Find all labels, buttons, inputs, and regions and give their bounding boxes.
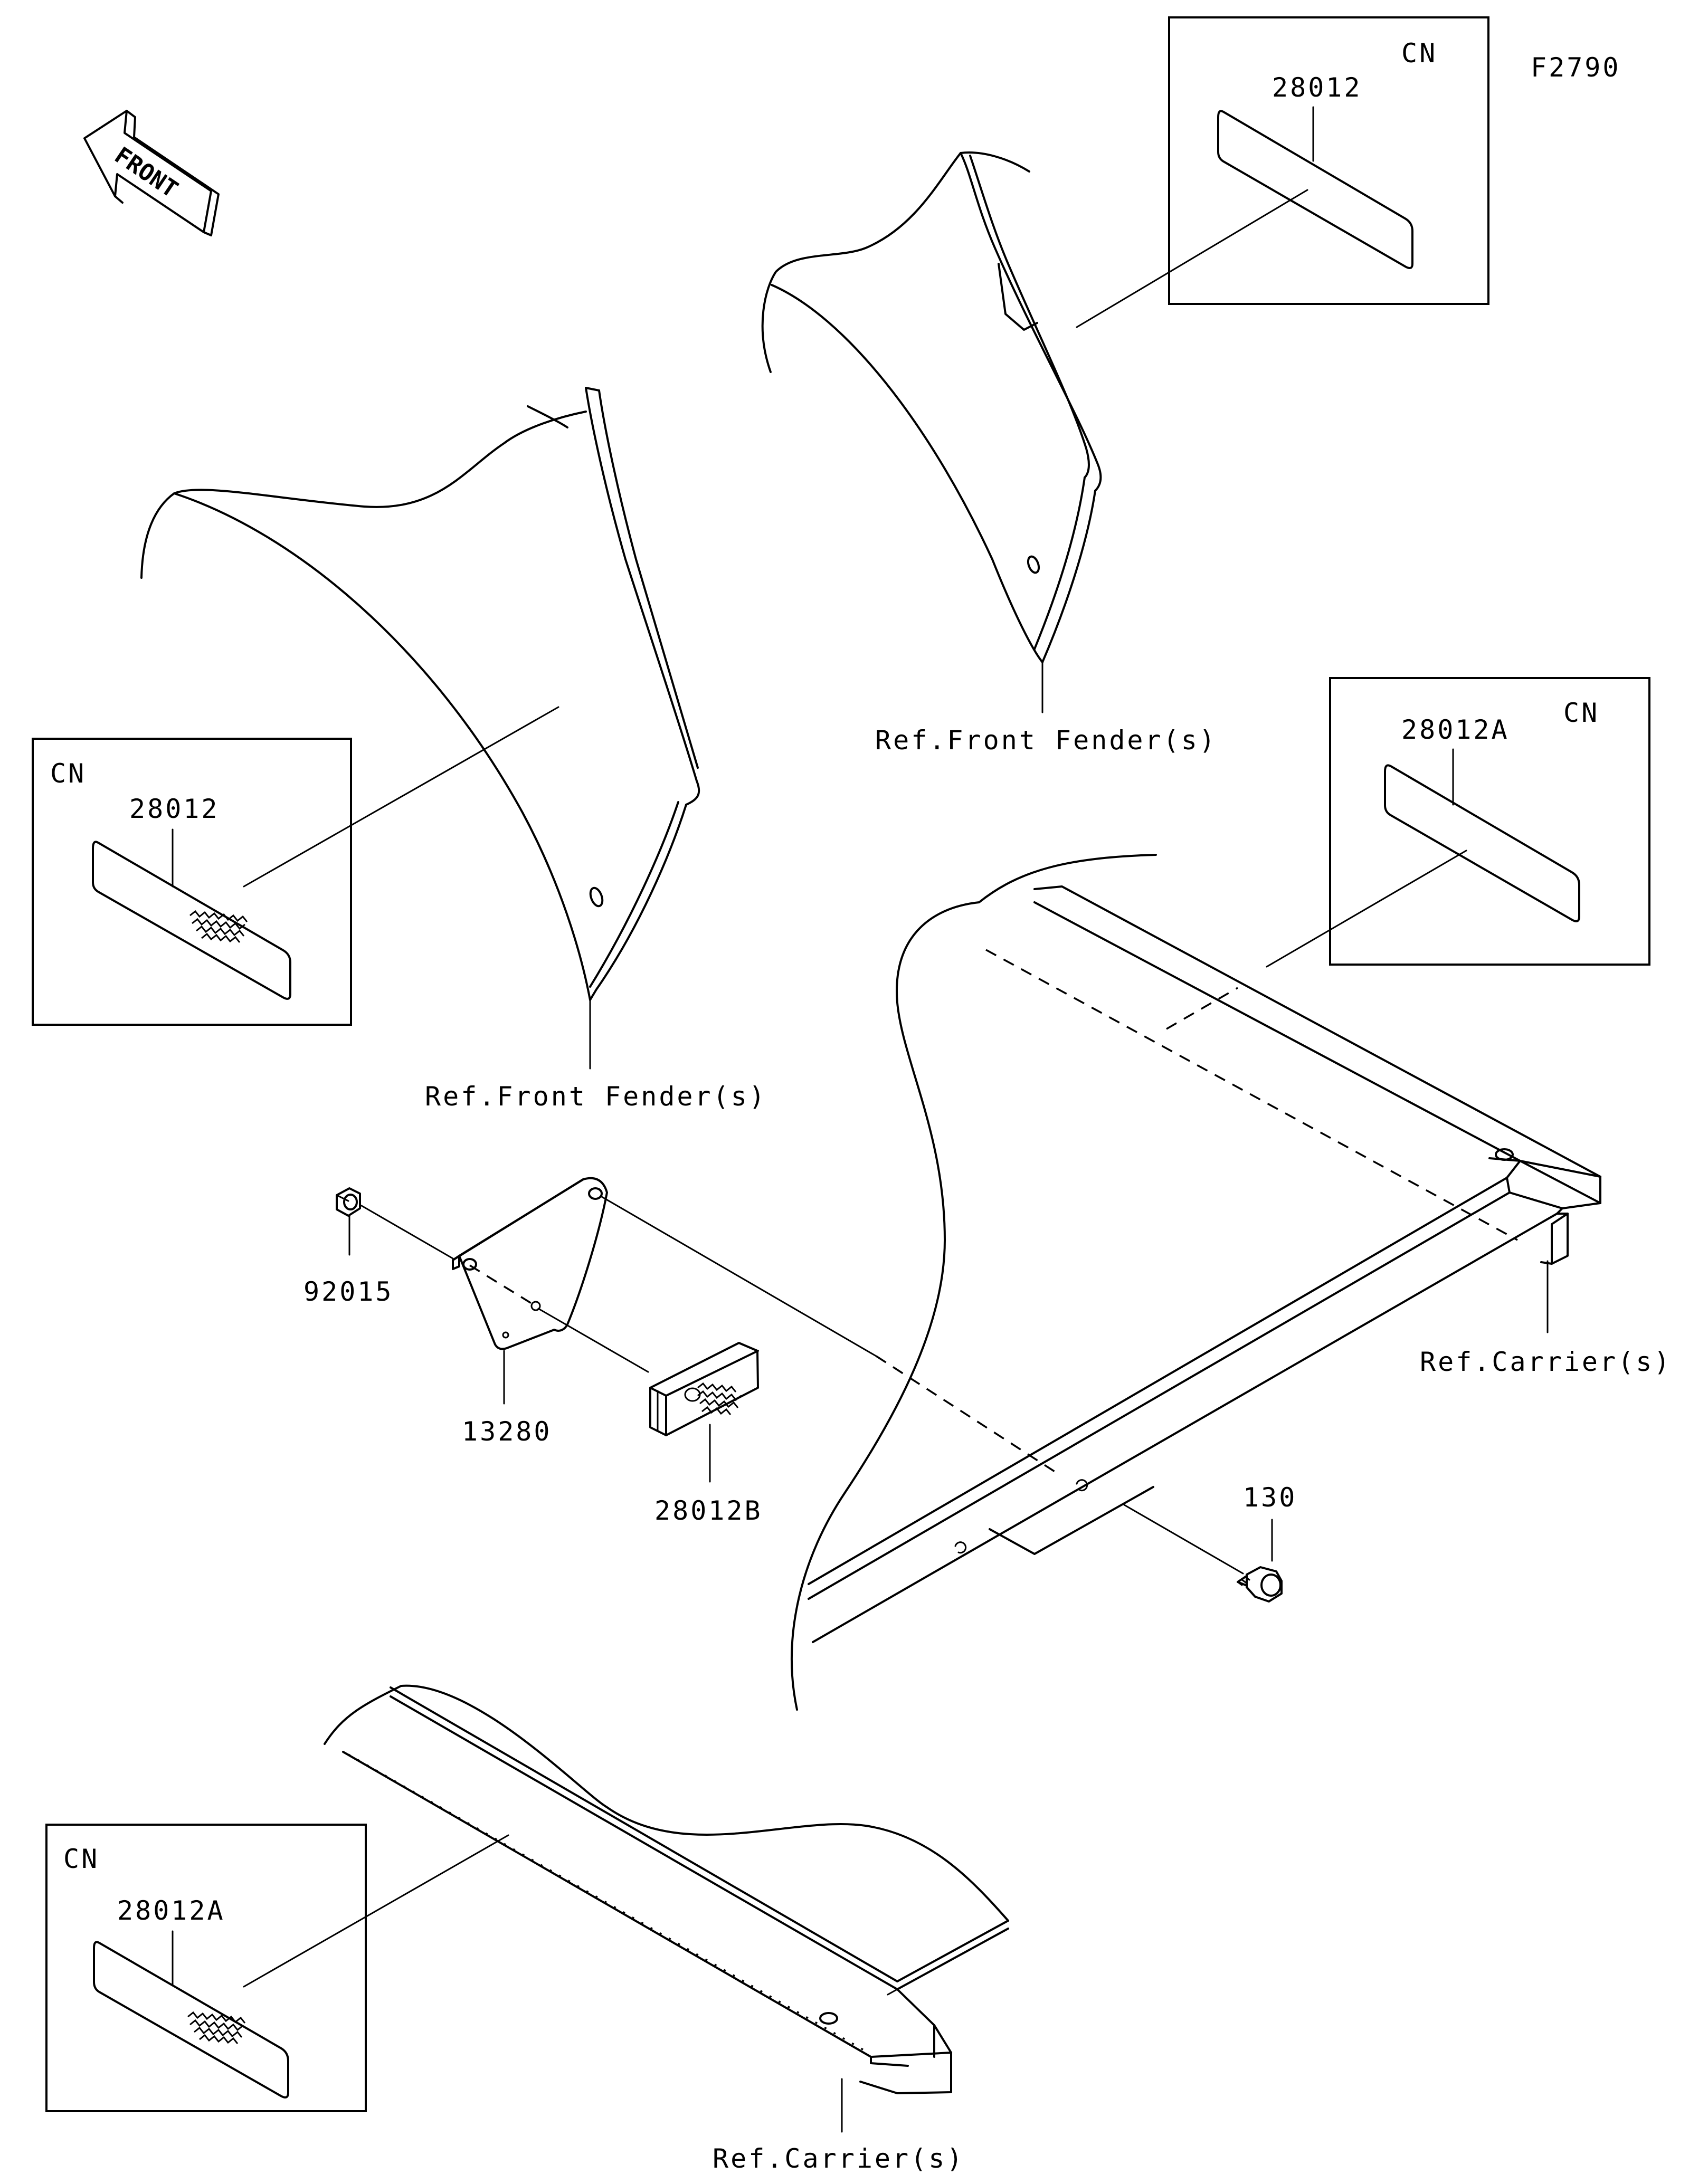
callout-part-number: 28012A <box>117 1895 225 1926</box>
callout-part-number: 28012 <box>1272 72 1362 103</box>
callout-box-right: CN 28012A <box>1266 677 1650 968</box>
decal-label-28012 <box>1217 110 1413 269</box>
callout-box-frame <box>1168 16 1489 305</box>
front-direction-arrow-icon: FRONT <box>83 110 220 236</box>
callout-part-number: 28012 <box>129 794 220 824</box>
callout-region-code: CN <box>1563 698 1599 728</box>
callout-region-code: CN <box>50 758 86 789</box>
ref-front-fender-lower: Ref.Front Fender(s) <box>425 1081 767 1112</box>
callout-part-number: 28012A <box>1401 714 1510 745</box>
part-13280-bracket <box>452 1177 608 1350</box>
callout-box-frame <box>1329 677 1650 966</box>
ref-carrier-right: Ref.Carrier(s) <box>1420 1347 1672 1377</box>
callout-region-code: CN <box>1401 38 1437 69</box>
decal-logo-icon <box>187 2011 246 2044</box>
ref-front-fender-upper: Ref.Front Fender(s) <box>875 725 1217 756</box>
decal-logo-icon <box>189 910 248 943</box>
callout-box-top-right: CN 28012 <box>1076 16 1489 328</box>
part-92015-nut-icon <box>336 1187 361 1217</box>
decal-label-28012 <box>92 841 291 1000</box>
figure-id: F2790 <box>1531 52 1621 83</box>
part-label-28012B: 28012B <box>654 1495 763 1526</box>
decal-logo-icon <box>697 1382 742 1415</box>
callout-box-frame <box>32 738 352 1026</box>
callout-box-frame <box>45 1824 367 2112</box>
decal-label-28012A <box>93 1941 289 2099</box>
callout-box-bottom-left: CN 28012A <box>45 1824 509 2112</box>
callout-box-left: CN 28012 <box>32 706 559 1026</box>
part-label-130: 130 <box>1243 1482 1297 1513</box>
carrier-bottom <box>324 1684 1009 2133</box>
decal-label-28012A <box>1384 764 1580 922</box>
part-28012B-decal-plate <box>649 1342 759 1436</box>
part-130-bolt-icon <box>1237 1566 1283 1603</box>
callout-region-code: CN <box>63 1844 99 1874</box>
part-label-13280: 13280 <box>462 1416 552 1447</box>
ref-carrier-bottom: Ref.Carrier(s) <box>713 2143 964 2174</box>
front-fender-lower <box>140 387 700 1070</box>
carrier-right <box>791 854 1601 1711</box>
front-fender-upper <box>761 151 1102 713</box>
part-label-92015: 92015 <box>303 1276 394 1307</box>
